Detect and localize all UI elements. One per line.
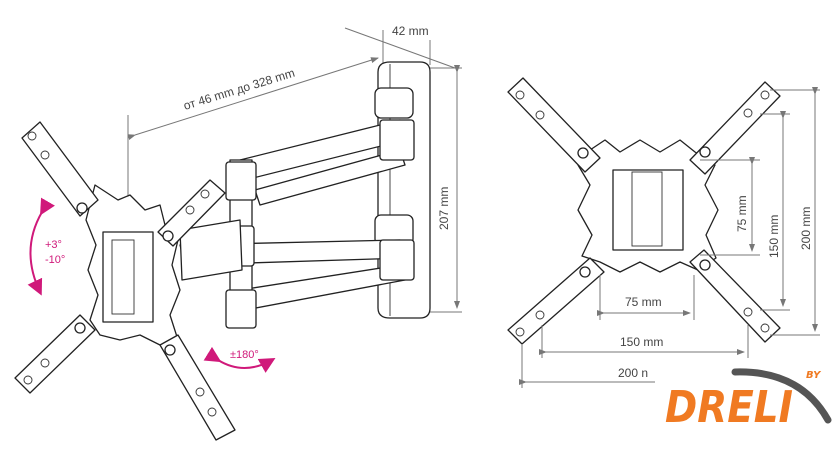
tv-bracket-lower-right: [159, 334, 236, 441]
tilt-arrow-icon: [27, 197, 55, 296]
tv-bracket-upper-left: [21, 121, 99, 217]
vesa-vertical-150-label: 150 mm: [767, 215, 781, 258]
vesa-horizontal-150-label: 150 mm: [620, 335, 663, 349]
logo-text: DRELI: [665, 382, 793, 433]
vesa-horizontal-75-label: 75 mm: [625, 295, 662, 309]
vesa-bracket-upper-right: [689, 81, 781, 175]
swivel-label: ±180°: [230, 349, 259, 361]
tv-bracket-upper-right: [157, 179, 226, 247]
side-view: от 46 mm до 328 mm 42 mm 207 mm: [14, 24, 462, 441]
tilt-down-label: -10°: [45, 254, 65, 266]
front-view: 75 mm 150 mm 200 mm 75 mm 150 mm 200 n: [507, 77, 820, 388]
depth-label: 42 mm: [392, 24, 429, 38]
tv-bracket-lower-left: [14, 314, 96, 394]
swivel-arrow-icon: [203, 346, 276, 373]
vesa-bracket-lower-left: [507, 257, 605, 345]
vesa-center-block: [612, 169, 684, 251]
tilt-up-label: +3°: [45, 239, 62, 251]
dreli-logo: DRELI BY: [665, 368, 832, 433]
vesa-vertical-75-label: 75 mm: [735, 195, 749, 232]
vesa-horizontal-200-label: 200 n: [618, 366, 648, 380]
vesa-vertical-200-label: 200 mm: [799, 207, 813, 250]
logo-by: BY: [806, 370, 822, 381]
tilt-mechanism: [102, 231, 154, 323]
height-label: 207 mm: [437, 187, 451, 230]
vesa-bracket-lower-right: [689, 249, 781, 343]
vesa-bracket-upper-left: [507, 77, 601, 173]
